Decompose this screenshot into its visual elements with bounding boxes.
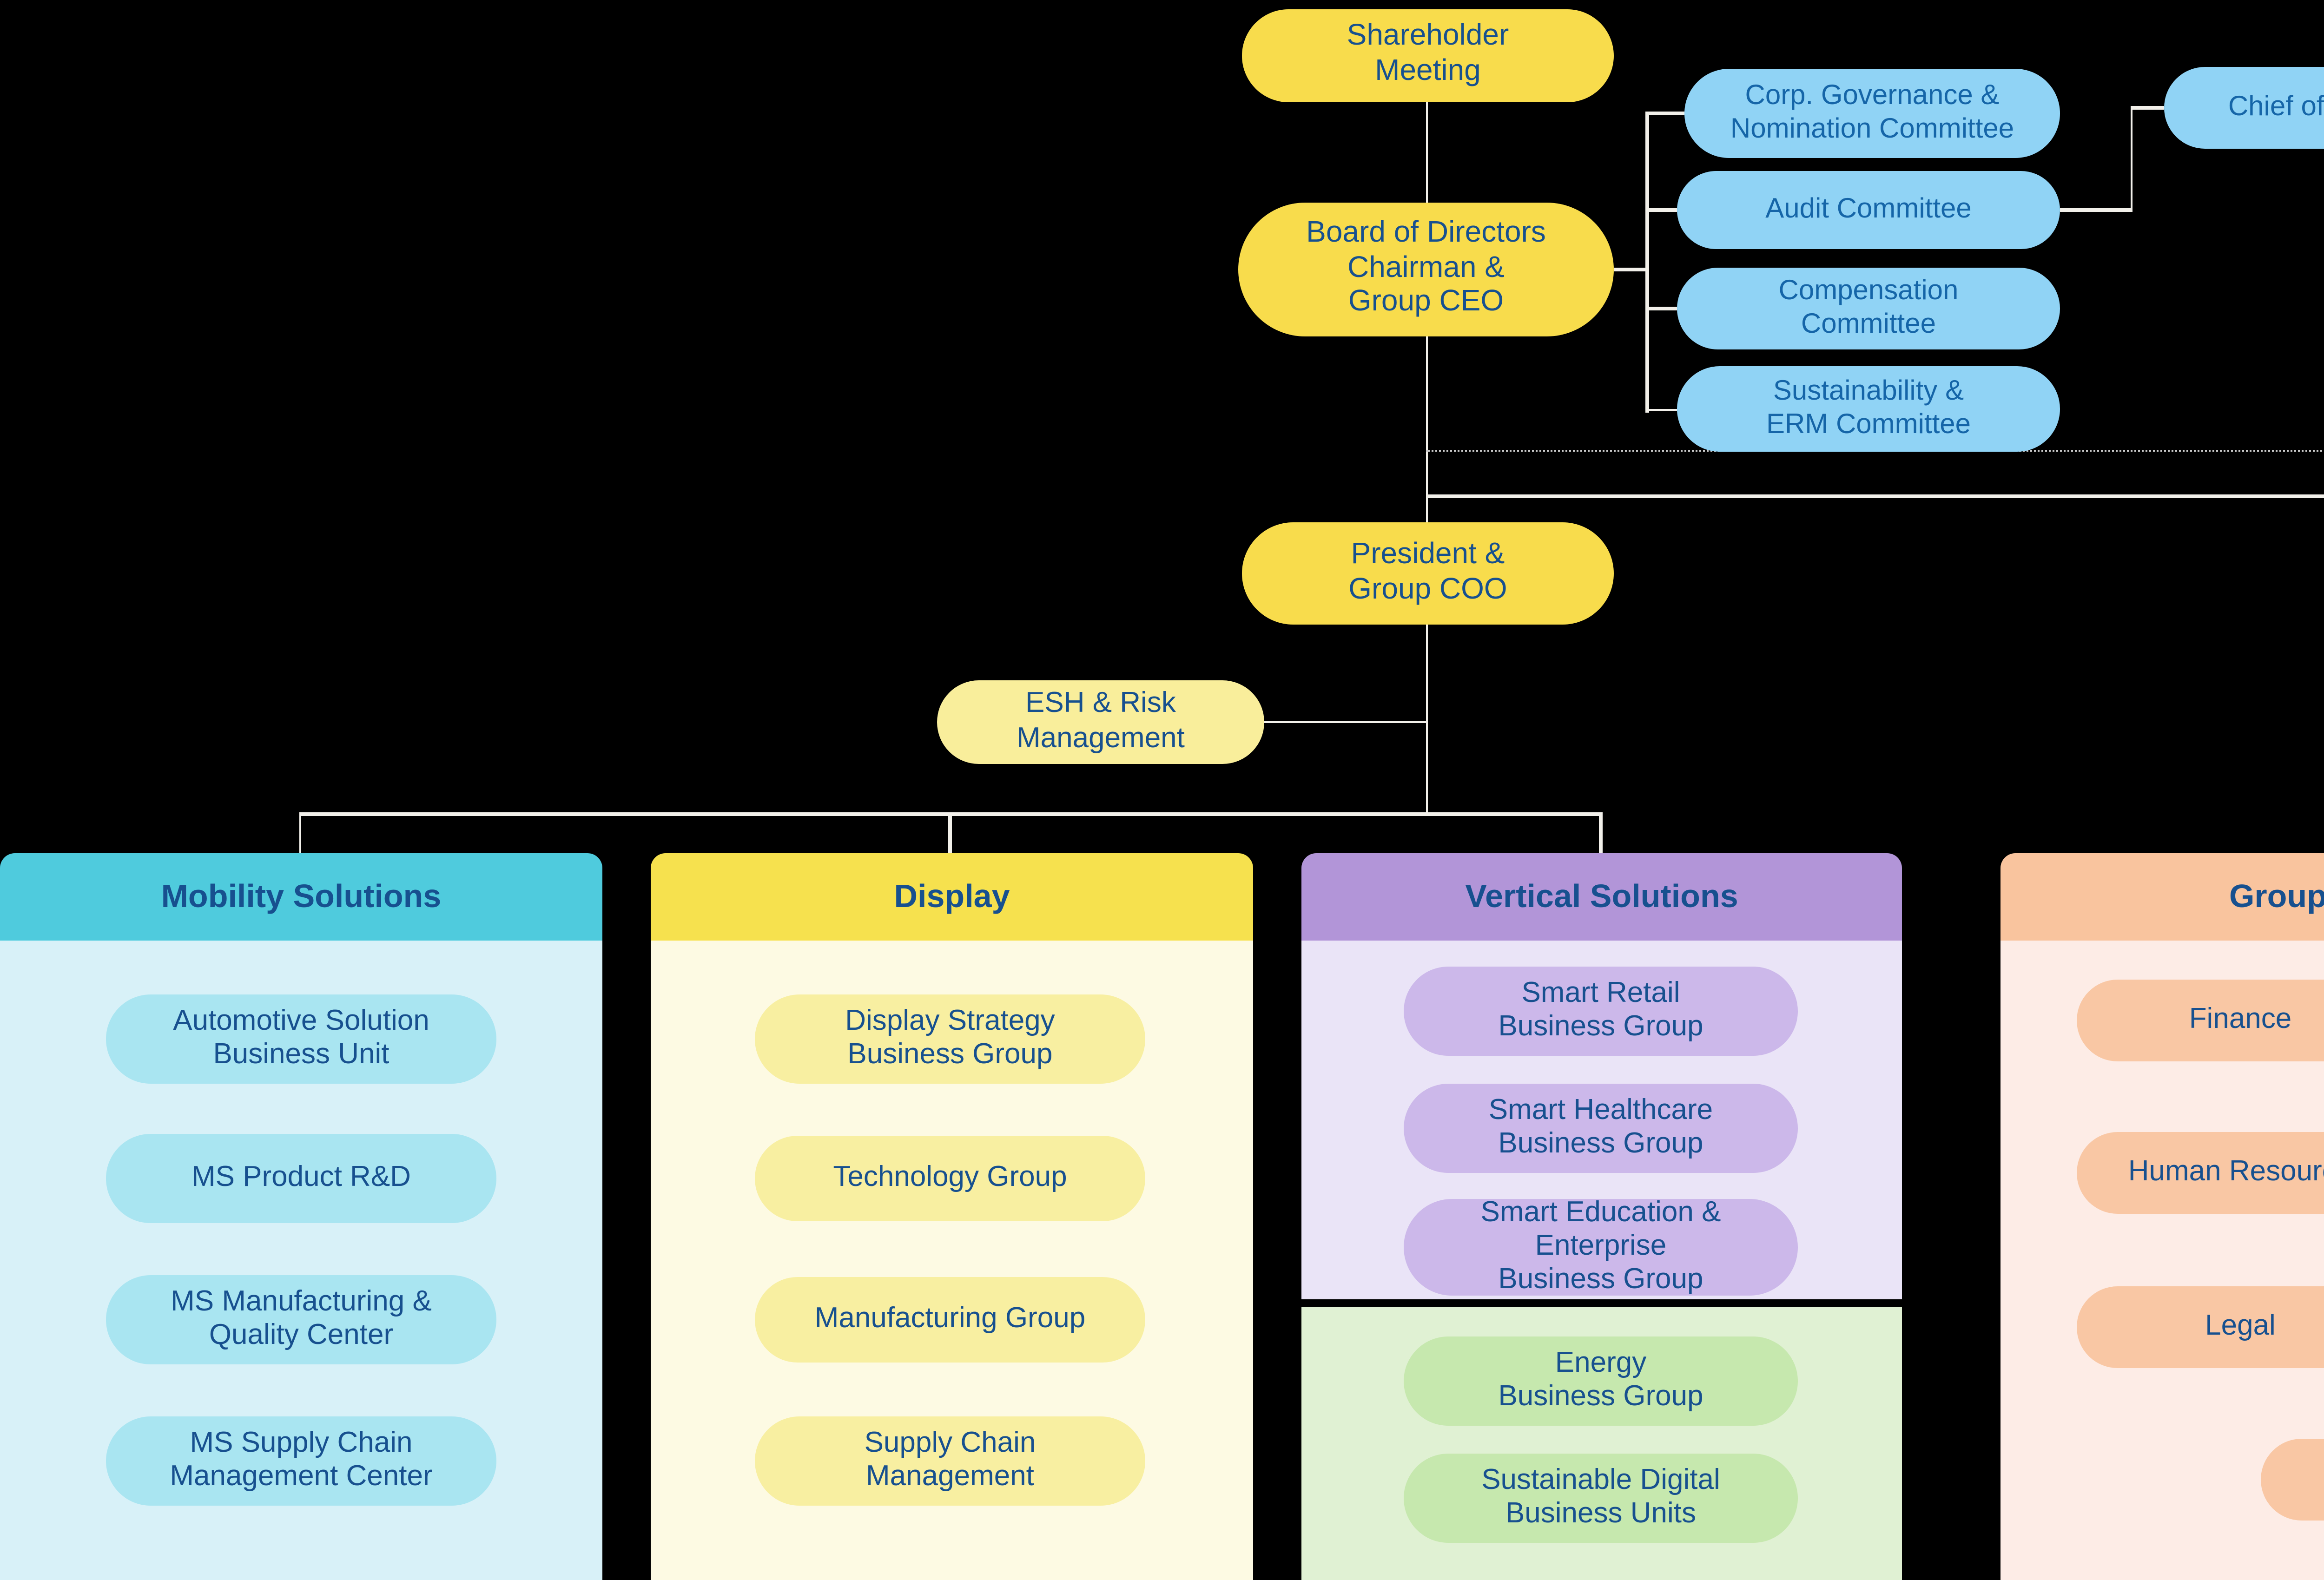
shareholder-meeting-label: Shareholder Meeting [1347, 20, 1509, 88]
smart-healthcare-node: Smart Healthcare Business Group [1404, 1084, 1798, 1173]
compensation-committee-node: Compensation Committee [1677, 268, 2060, 349]
display-strategy-node: Display Strategy Business Group [755, 994, 1145, 1084]
chief-of-compliance-label: Chief of Compliance [2228, 91, 2324, 123]
connector-audit-chief-v [2130, 106, 2133, 211]
auditing-node: Auditing [2261, 1439, 2324, 1521]
automotive-solution-label: Automotive Solution Business Unit [173, 1005, 429, 1071]
ms-supply-chain-node: MS Supply Chain Management Center [106, 1416, 496, 1506]
vertical-column-header: Vertical Solutions [1301, 853, 1902, 941]
connector-stub-audit [1645, 209, 1677, 211]
automotive-solution-node: Automotive Solution Business Unit [106, 994, 496, 1084]
compensation-committee-label: Compensation Committee [1778, 276, 1959, 340]
infra-column-header: Group Infrastructure Unit [2000, 853, 2324, 941]
connector-stub-mobility [298, 812, 301, 853]
mobility-column-header: Mobility Solutions [0, 853, 602, 941]
ms-manufacturing-node: MS Manufacturing & Quality Center [106, 1275, 496, 1364]
infra-title: Group Infrastructure Unit [2229, 877, 2324, 915]
smart-healthcare-label: Smart Healthcare Business Group [1488, 1094, 1713, 1160]
energy-business-label: Energy Business Group [1498, 1347, 1703, 1413]
ms-product-rd-node: MS Product R&D [106, 1134, 496, 1223]
corp-governance-committee-node: Corp. Governance & Nomination Committee [1684, 69, 2060, 158]
connector-stub-display [948, 812, 951, 853]
esh-risk-label: ESH & Risk Management [1017, 688, 1185, 754]
shareholder-meeting-node: Shareholder Meeting [1242, 9, 1614, 102]
connector-audit-chief-h1 [2060, 209, 2133, 211]
supply-chain-management-label: Supply Chain Management [864, 1427, 1036, 1493]
sustainable-digital-node: Sustainable Digital Business Units [1404, 1454, 1798, 1543]
board-of-directors-label: Board of Directors Chairman & Group CEO [1306, 217, 1546, 319]
mobility-title: Mobility Solutions [161, 877, 442, 915]
finance-node: Finance [2077, 980, 2324, 1061]
connector-board-president [1425, 336, 1428, 524]
audit-committee-node: Audit Committee [1677, 171, 2060, 249]
smart-retail-node: Smart Retail Business Group [1404, 967, 1798, 1056]
connector-esh-president [1264, 721, 1428, 724]
audit-committee-label: Audit Committee [1765, 193, 1972, 225]
connector-board-committees-stub [1614, 268, 1647, 271]
connector-stub-compensation [1645, 307, 1677, 310]
president-coo-label: President & Group COO [1348, 538, 1507, 606]
sustainability-erm-committee-label: Sustainability & ERM Committee [1766, 376, 1971, 441]
sustainability-erm-committee-node: Sustainability & ERM Committee [1677, 366, 2060, 452]
ms-manufacturing-label: MS Manufacturing & Quality Center [171, 1285, 432, 1351]
board-of-directors-node: Board of Directors Chairman & Group CEO [1238, 203, 1614, 336]
human-resource-node: Human Resource [2077, 1132, 2324, 1214]
connector-stub-corp-governance [1645, 112, 1684, 115]
connector-stub-vertical [1599, 812, 1602, 853]
display-title: Display [894, 877, 1010, 915]
president-coo-node: President & Group COO [1242, 522, 1614, 625]
connector-board-infra-h [1426, 494, 2324, 497]
finance-label: Finance [2189, 1003, 2292, 1035]
legal-node: Legal [2077, 1286, 2324, 1368]
legal-label: Legal [2205, 1310, 2276, 1342]
display-column-header: Display [651, 853, 1253, 941]
vertical-title: Vertical Solutions [1465, 877, 1738, 915]
smart-education-label: Smart Education & Enterprise Business Gr… [1480, 1196, 1721, 1296]
display-strategy-label: Display Strategy Business Group [845, 1005, 1055, 1071]
manufacturing-group-node: Manufacturing Group [755, 1277, 1145, 1363]
connector-committees-bracket [1645, 112, 1648, 413]
human-resource-label: Human Resource [2128, 1156, 2324, 1188]
manufacturing-group-label: Manufacturing Group [814, 1303, 1086, 1335]
supply-chain-management-node: Supply Chain Management [755, 1416, 1145, 1506]
technology-group-label: Technology Group [833, 1161, 1067, 1193]
esh-risk-node: ESH & Risk Management [937, 680, 1264, 764]
smart-retail-label: Smart Retail Business Group [1498, 977, 1703, 1043]
ms-supply-chain-label: MS Supply Chain Management Center [170, 1427, 433, 1493]
smart-education-node: Smart Education & Enterprise Business Gr… [1404, 1196, 1798, 1296]
chief-of-compliance-node: Chief of Compliance [2164, 67, 2324, 149]
energy-business-node: Energy Business Group [1404, 1336, 1798, 1426]
sustainable-digital-label: Sustainable Digital Business Units [1481, 1464, 1720, 1530]
connector-president-down [1425, 625, 1428, 814]
corp-governance-committee-label: Corp. Governance & Nomination Committee [1730, 80, 2014, 145]
technology-group-node: Technology Group [755, 1136, 1145, 1221]
connector-audit-chief-h2 [2131, 106, 2164, 109]
connector-shareholder-board [1425, 102, 1428, 204]
ms-product-rd-label: MS Product R&D [191, 1161, 411, 1193]
connector-stub-sustainability [1645, 408, 1677, 411]
